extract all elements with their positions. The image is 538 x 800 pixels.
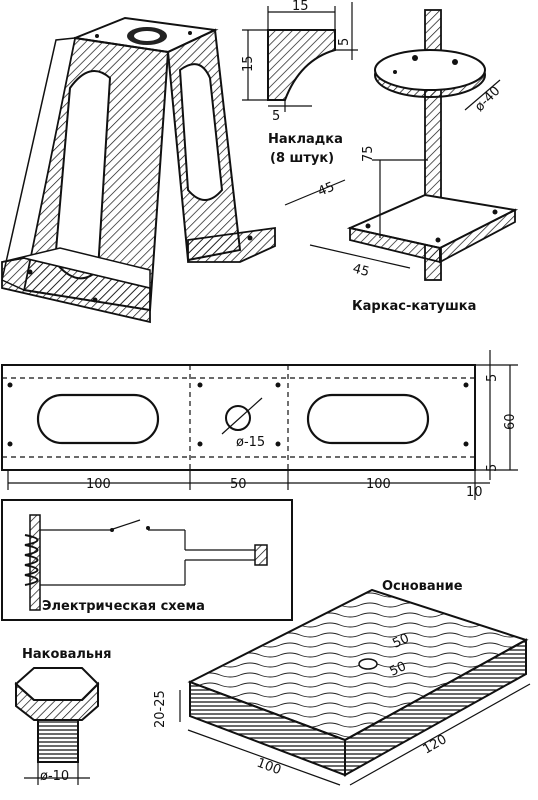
strip-dim-bottom-margin: 5 (485, 464, 500, 472)
strip-dim-end: 10 (466, 485, 483, 500)
schematic-label: Электрическая схема (42, 599, 205, 614)
plate-drawing (242, 2, 358, 112)
base-drawing (179, 588, 531, 786)
base-label: Основание (382, 579, 463, 594)
strip-dim-seg1: 100 (86, 477, 111, 492)
coil-dim-diameter: ø-40 (472, 84, 503, 115)
frame-drawing (1, 16, 276, 324)
strip-dim-hole: ø-15 (236, 435, 265, 450)
strip-dim-seg3: 100 (366, 477, 391, 492)
plate-label: Накладка (268, 132, 343, 147)
anvil-label: Наковальня (22, 647, 111, 662)
plate-dim-right: 5 (337, 38, 352, 46)
strip-dim-top-margin: 5 (485, 374, 500, 382)
coil-label: Каркас-катушка (352, 299, 476, 314)
schematic-drawing (1, 499, 293, 621)
strip-dim-seg2: 50 (230, 477, 247, 492)
strip-dim-height: 60 (503, 413, 518, 430)
base-dim-width: 120 (421, 732, 450, 757)
coil-drawing (284, 9, 519, 281)
base-dim-length: 100 (255, 756, 283, 779)
strip-drawing (1, 350, 518, 500)
coil-dim-width1: 45 (316, 180, 337, 200)
plate-dim-bottom: 5 (272, 109, 280, 124)
anvil-drawing (14, 667, 100, 785)
anvil-dim-diameter: ø-10 (40, 769, 69, 784)
base-dim-mark2: 50 (387, 659, 408, 680)
base-dim-thickness: 20-25 (153, 690, 168, 728)
coil-dim-width2: 45 (351, 261, 371, 280)
base-dim-mark1: 50 (390, 631, 411, 652)
coil-dim-height: 75 (361, 145, 376, 162)
plate-dim-top: 15 (292, 0, 309, 14)
plate-sublabel: (8 штук) (270, 151, 334, 166)
plate-dim-left: 15 (241, 55, 256, 72)
